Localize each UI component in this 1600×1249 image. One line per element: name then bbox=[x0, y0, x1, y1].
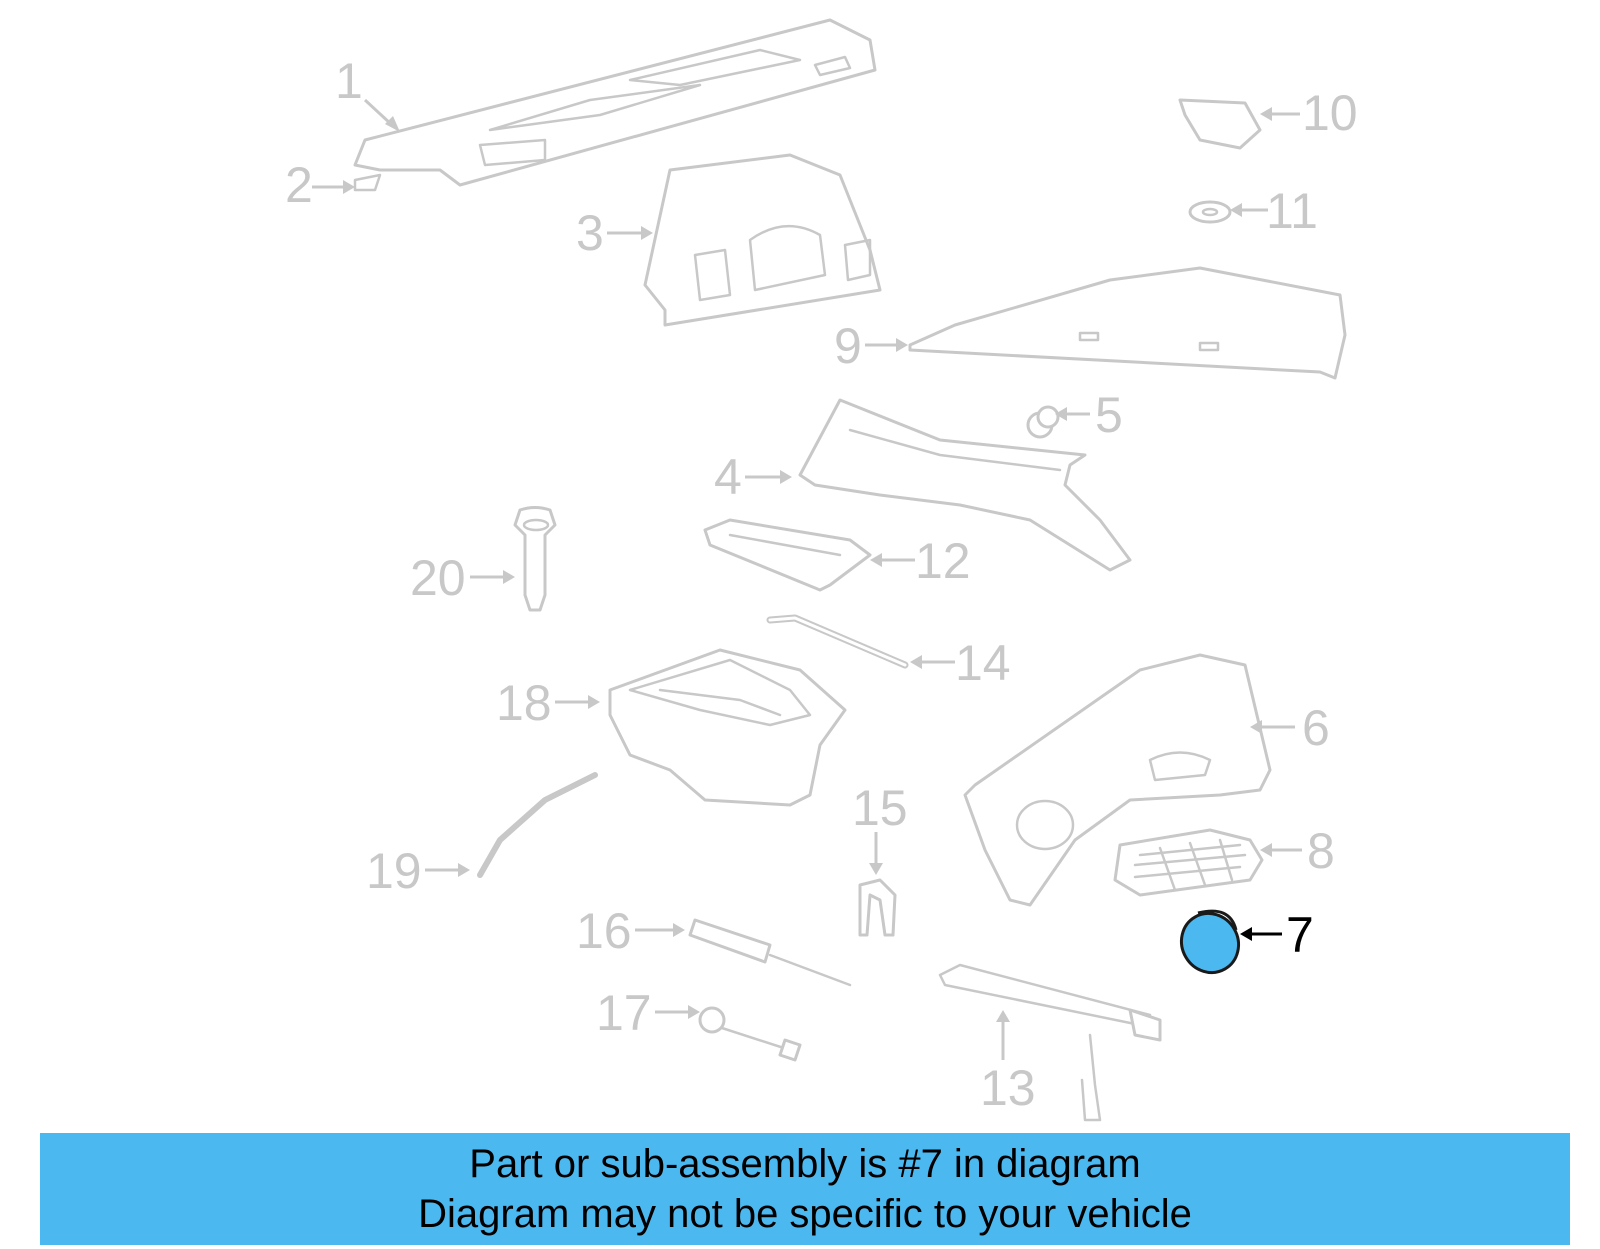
part-8-vent-grille bbox=[1113, 828, 1264, 897]
callout-5: 5 bbox=[1055, 387, 1123, 443]
banner-line-disclaimer: Diagram may not be specific to your vehi… bbox=[418, 1192, 1192, 1236]
info-banner: Part or sub-assembly is #7 in diagram Di… bbox=[40, 1133, 1570, 1245]
svg-text:9: 9 bbox=[834, 318, 862, 374]
callout-15: 15 bbox=[852, 780, 908, 875]
part-14-rod bbox=[766, 614, 909, 669]
svg-text:18: 18 bbox=[496, 675, 552, 731]
part-18-tool-tray bbox=[608, 648, 847, 807]
part-1-parcel-shelf bbox=[353, 18, 877, 187]
callout-17: 17 bbox=[596, 985, 700, 1041]
svg-text:10: 10 bbox=[1302, 85, 1358, 141]
part-2-clip bbox=[353, 173, 382, 192]
callout-6: 6 bbox=[1250, 700, 1330, 756]
callout-1: 1 bbox=[335, 53, 400, 132]
part-6-quarter-trim bbox=[963, 653, 1272, 907]
callout-19: 19 bbox=[366, 843, 470, 899]
callout-7: 7 bbox=[1240, 907, 1314, 963]
svg-text:4: 4 bbox=[714, 449, 742, 505]
svg-text:17: 17 bbox=[596, 985, 652, 1041]
callout-8: 8 bbox=[1260, 823, 1335, 879]
callouts: 1 2 3 4 5 6 7 bbox=[285, 53, 1358, 1116]
callout-16: 16 bbox=[576, 903, 685, 959]
svg-text:1: 1 bbox=[335, 53, 363, 109]
callout-4: 4 bbox=[714, 449, 792, 505]
callout-3: 3 bbox=[576, 205, 653, 261]
callout-9: 9 bbox=[834, 318, 908, 374]
callout-20: 20 bbox=[410, 550, 515, 606]
callout-14: 14 bbox=[910, 635, 1011, 691]
svg-text:2: 2 bbox=[285, 157, 313, 213]
svg-text:5: 5 bbox=[1095, 387, 1123, 443]
svg-text:3: 3 bbox=[576, 205, 604, 261]
part-9-side-trim bbox=[908, 266, 1347, 380]
callout-10: 10 bbox=[1260, 85, 1358, 141]
part-15-clip bbox=[858, 878, 897, 937]
part-12-jack bbox=[703, 518, 872, 592]
svg-text:11: 11 bbox=[1266, 183, 1318, 239]
banner-line-part-info: Part or sub-assembly is #7 in diagram bbox=[469, 1142, 1141, 1186]
part-13-jack-handle bbox=[938, 963, 1162, 1122]
svg-text:8: 8 bbox=[1307, 823, 1335, 879]
svg-text:13: 13 bbox=[980, 1060, 1036, 1116]
svg-text:7: 7 bbox=[1286, 907, 1314, 963]
svg-text:12: 12 bbox=[915, 533, 971, 589]
part-3-trim-panel bbox=[643, 153, 882, 327]
callout-11: 11 bbox=[1230, 183, 1318, 239]
part-10-bracket bbox=[1178, 98, 1262, 150]
part-20-bolt bbox=[513, 506, 557, 612]
callout-18: 18 bbox=[496, 675, 600, 731]
part-11-washer bbox=[1188, 200, 1232, 224]
svg-text:16: 16 bbox=[576, 903, 632, 959]
callout-13: 13 bbox=[980, 1010, 1036, 1116]
callout-2: 2 bbox=[285, 157, 355, 213]
svg-text:6: 6 bbox=[1302, 700, 1330, 756]
svg-text:14: 14 bbox=[955, 635, 1011, 691]
callout-12: 12 bbox=[870, 533, 971, 589]
part-17-wrench bbox=[698, 1006, 802, 1062]
svg-text:19: 19 bbox=[366, 843, 422, 899]
part-4-cover-panel bbox=[798, 398, 1132, 572]
part-19-cable bbox=[477, 772, 598, 878]
svg-text:20: 20 bbox=[410, 550, 466, 606]
svg-text:15: 15 bbox=[852, 780, 908, 836]
part-7-cap-highlighted bbox=[1179, 909, 1241, 975]
part-5-plug bbox=[1026, 405, 1060, 439]
part-16-screwdriver bbox=[688, 918, 852, 987]
